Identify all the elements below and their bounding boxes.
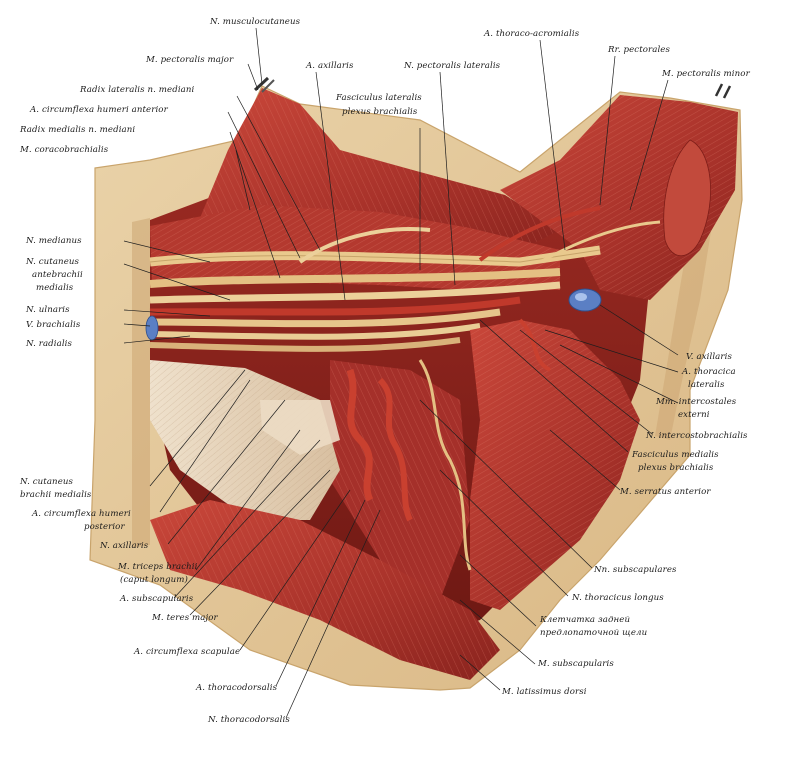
label-fasciculus-lateralis-2: plexus brachialis	[342, 107, 418, 117]
label-n-cutaneus-antebrachii-1: N. cutaneus	[25, 257, 80, 267]
label-a-circumflexa-scapulae: A. circumflexa scapulae	[133, 647, 240, 657]
label-n-musculocutaneus: N. musculocutaneus	[209, 17, 301, 27]
label-m-triceps-2: (caput longum)	[120, 574, 188, 585]
label-m-latissimus-dorsi: M. latissimus dorsi	[501, 687, 587, 697]
label-m-triceps-1: M. triceps brachii	[117, 562, 198, 572]
label-mm-intercostales-1: Mm. intercostales	[655, 397, 737, 407]
label-n-pectoralis-lateralis: N. pectoralis lateralis	[403, 61, 501, 71]
axillary-vein	[145, 288, 602, 341]
labels: N. musculocutaneus M. pectoralis major A…	[19, 17, 751, 725]
label-n-cutaneus-antebrachii-2: antebrachii	[32, 270, 83, 280]
label-m-coracobrachialis: M. coracobrachialis	[19, 145, 109, 155]
label-kletchatka-2: предлопаточной щели	[540, 628, 647, 638]
label-rr-pectorales: Rr. pectorales	[607, 45, 670, 55]
pectoralis-minor-muscle	[500, 83, 738, 300]
label-n-medianus: N. medianus	[25, 236, 82, 246]
label-n-thoracodorsalis: N. thoracodorsalis	[207, 715, 290, 725]
subscapularis-muscle	[330, 360, 470, 600]
label-a-thoracica-lateralis-2: lateralis	[688, 380, 725, 390]
label-a-thoracodorsalis: A. thoracodorsalis	[195, 683, 278, 693]
label-fasciculus-lateralis-1: Fasciculus lateralis	[335, 93, 422, 103]
label-a-circumflexa-anterior: A. circumflexa humeri anterior	[29, 105, 169, 115]
label-v-brachialis: V. brachialis	[26, 320, 81, 330]
label-mm-intercostales-2: externi	[678, 410, 710, 420]
label-n-cutaneus-brachii-1: N. cutaneus	[19, 477, 74, 487]
label-m-pectoralis-major: M. pectoralis major	[145, 55, 234, 65]
serratus-anterior-muscle	[470, 320, 640, 610]
label-n-axillaris: N. axillaris	[99, 541, 149, 551]
triceps-teres-region	[150, 360, 340, 520]
label-radix-lateralis: Radix lateralis n. mediani	[79, 85, 195, 95]
leader-lines	[123, 27, 679, 719]
label-a-thoracoacromialis: A. thoraco-acromialis	[483, 29, 580, 39]
label-m-serratus-anterior: M. serratus anterior	[619, 487, 711, 497]
label-kletchatka-1: Клетчатка задней	[539, 615, 630, 625]
label-a-axillaris: A. axillaris	[305, 61, 354, 71]
label-n-ulnaris: N. ulnaris	[25, 305, 70, 315]
subscapular-arteries	[346, 318, 552, 571]
label-a-subscapularis: A. subscapularis	[119, 594, 194, 604]
label-a-circumflexa-posterior-1: A. circumflexa humeri	[31, 509, 131, 519]
label-n-intercostobrachialis: N. intercostobrachialis	[645, 431, 748, 441]
latissimus-dorsi-muscle	[150, 500, 500, 680]
neurovascular-bundle	[149, 206, 661, 352]
label-n-cutaneus-brachii-2: brachii medialis	[20, 490, 92, 500]
label-m-teres-major: M. teres major	[151, 613, 219, 623]
label-fasciculus-medialis-2: plexus brachialis	[638, 463, 714, 473]
label-m-subscapularis: M. subscapularis	[537, 659, 614, 669]
label-n-thoracicus-longus: N. thoracicus longus	[571, 593, 664, 603]
label-n-radialis: N. radialis	[25, 339, 73, 349]
coracobrachialis-muscle	[150, 205, 560, 290]
label-m-pectoralis-minor: M. pectoralis minor	[661, 69, 751, 79]
label-radix-medialis: Radix medialis n. mediani	[19, 125, 135, 135]
label-a-thoracica-lateralis-1: A. thoracica	[681, 367, 736, 377]
label-nn-subscapulares: Nn. subscapulares	[593, 565, 677, 575]
label-v-axillaris: V. axillaris	[686, 352, 732, 362]
label-a-circumflexa-posterior-2: posterior	[84, 522, 125, 532]
label-fasciculus-medialis-1: Fasciculus medialis	[631, 450, 719, 460]
label-n-cutaneus-antebrachii-3: medialis	[36, 283, 74, 293]
